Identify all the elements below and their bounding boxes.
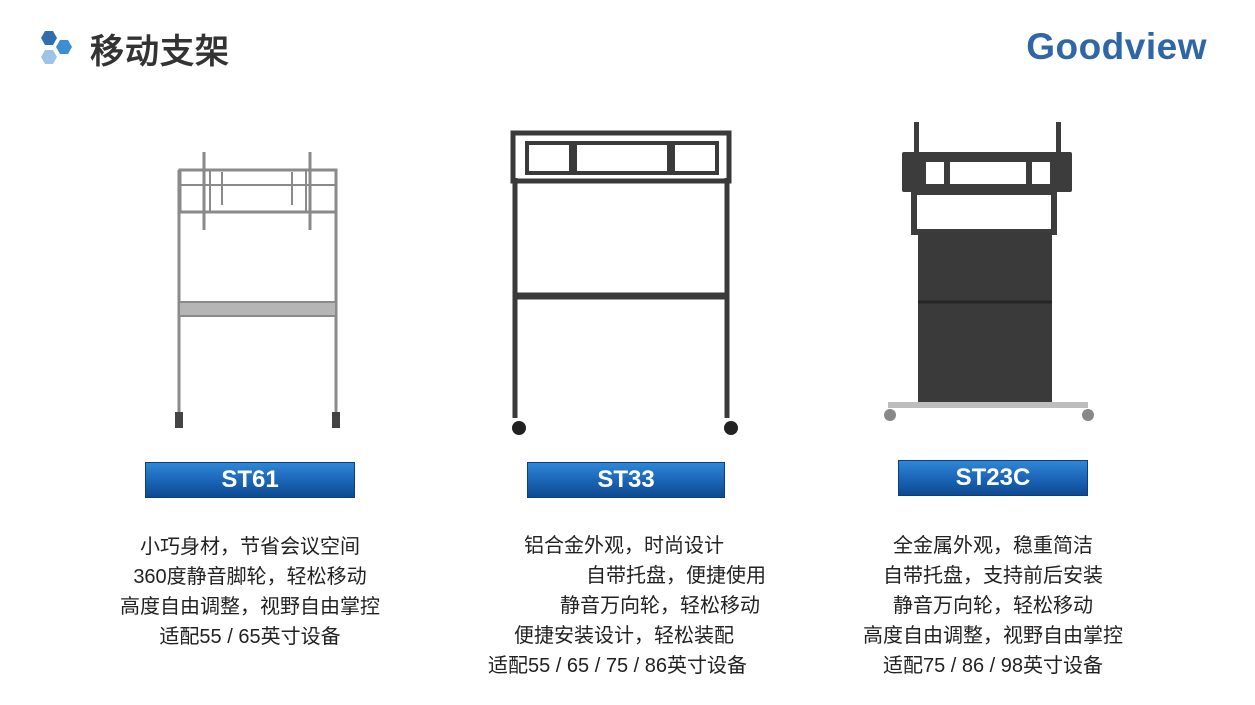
- st61-stand-image: [175, 152, 340, 428]
- feature-line: 铝合金外观，时尚设计: [524, 535, 724, 557]
- feature-line: 静音万向轮，轻松移动: [560, 595, 760, 617]
- st61-features: 小巧身材，节省会议空间 360度静音脚轮，轻松移动 高度自由调整，视野自由掌控 …: [0, 532, 500, 652]
- feature-line: 自带托盘，便捷使用: [586, 565, 766, 587]
- feature-line: 适配75 / 86 / 98英寸设备: [882, 655, 1104, 677]
- feature-line: 全金属外观，稳重简洁: [893, 535, 1093, 557]
- model-label-st23c: ST23C: [898, 460, 1088, 496]
- feature-line: 高度自由调整，视野自由掌控: [863, 625, 1123, 647]
- st33-features: 铝合金外观，时尚设计 自带托盘，便捷使用 静音万向轮，轻松移动 便捷安装设计，轻…: [480, 531, 780, 681]
- st23c-stand-image: [884, 122, 1094, 421]
- feature-line: 适配55 / 65英寸设备: [159, 626, 341, 648]
- feature-line: 高度自由调整，视野自由掌控: [120, 596, 380, 618]
- feature-line: 360度静音脚轮，轻松移动: [133, 566, 367, 588]
- st33-stand-image: [510, 130, 738, 435]
- st23c-features: 全金属外观，稳重简洁 自带托盘，支持前后安装 静音万向轮，轻松移动 高度自由调整…: [843, 531, 1143, 681]
- page-title: 移动支架: [90, 33, 230, 71]
- feature-line: 适配55 / 65 / 75 / 86英寸设备: [488, 655, 747, 677]
- model-label-st61: ST61: [145, 462, 355, 498]
- feature-line: 小巧身材，节省会议空间: [140, 536, 360, 558]
- feature-line: 自带托盘，支持前后安装: [883, 565, 1103, 587]
- hexagon-logo-icon: [41, 31, 72, 64]
- model-label-st33: ST33: [527, 462, 725, 498]
- feature-line: 静音万向轮，轻松移动: [893, 595, 1093, 617]
- feature-line: 便捷安装设计，轻松装配: [514, 625, 734, 647]
- brand-logo: Goodview: [1026, 26, 1207, 67]
